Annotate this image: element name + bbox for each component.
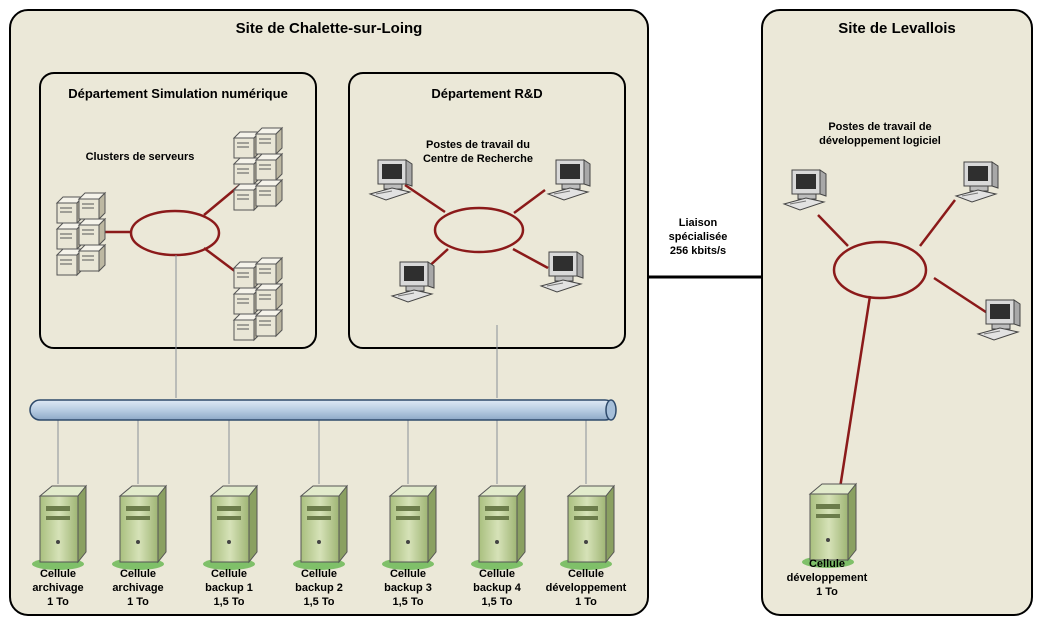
- storage-label: Cellule: [120, 568, 156, 580]
- storage-label: Cellule: [479, 568, 515, 580]
- site-levallois-title: Site de Levallois: [838, 20, 956, 37]
- storage-server-icon: [801, 483, 857, 569]
- storage-label: 1,5 To: [393, 596, 424, 608]
- clusters-caption: Clusters de serveurs: [86, 151, 195, 163]
- rd-caption-line1: Postes de travail du: [426, 139, 530, 151]
- server-cluster-icon: [234, 258, 282, 340]
- server-cluster-icon: [57, 193, 105, 275]
- levallois-caption-line2: développement logiciel: [819, 135, 941, 147]
- levallois-storage-label: 1 To: [816, 586, 838, 598]
- storage-label: 1 To: [127, 596, 149, 608]
- storage-label: backup 3: [384, 582, 432, 594]
- backbone-bus: [29, 399, 617, 421]
- storage-label: Cellule: [301, 568, 337, 580]
- bus-connectors: [57, 255, 587, 484]
- storage-label: Cellule: [568, 568, 604, 580]
- leased-line-label: spécialisée: [669, 231, 728, 243]
- leased-line-label: Liaison: [679, 217, 718, 229]
- storage-label: archivage: [112, 582, 163, 594]
- storage-server-icon: [111, 485, 167, 571]
- levallois-storage-label: développement: [787, 572, 868, 584]
- storage-server-icon: [559, 485, 615, 571]
- storage-label: backup 1: [205, 582, 253, 594]
- rd-caption-line2: Centre de Recherche: [423, 153, 533, 165]
- storage-label: backup 4: [473, 582, 522, 594]
- storage-label: 1,5 To: [482, 596, 513, 608]
- storage-label: Cellule: [211, 568, 247, 580]
- levallois-caption-line1: Postes de travail de: [828, 121, 931, 133]
- leased-line-label: 256 kbits/s: [670, 245, 726, 257]
- storage-label: Cellule: [390, 568, 426, 580]
- storage-label: développement: [546, 582, 627, 594]
- storage-server-icon: [202, 485, 258, 571]
- storage-label: 1,5 To: [214, 596, 245, 608]
- dept-simulation-title: Département Simulation numérique: [68, 86, 288, 101]
- levallois-ring-network: [817, 199, 996, 489]
- dept-rd-panel: [348, 72, 626, 349]
- storage-server-icon: [381, 485, 437, 571]
- server-cluster-icon: [234, 128, 282, 210]
- storage-label: Cellule: [40, 568, 76, 580]
- storage-label: 1 To: [575, 596, 597, 608]
- storage-label: 1 To: [47, 596, 69, 608]
- storage-label: 1,5 To: [304, 596, 335, 608]
- dept-rd-title: Département R&D: [431, 86, 542, 101]
- storage-server-icon: [292, 485, 348, 571]
- site-chalette-title: Site de Chalette-sur-Loing: [236, 20, 423, 37]
- storage-server-icon: [470, 485, 526, 571]
- levallois-storage-label: Cellule: [809, 558, 845, 570]
- storage-label: backup 2: [295, 582, 343, 594]
- storage-label: archivage: [32, 582, 83, 594]
- site-levallois-panel: [761, 9, 1033, 616]
- storage-server-icon: [31, 485, 87, 571]
